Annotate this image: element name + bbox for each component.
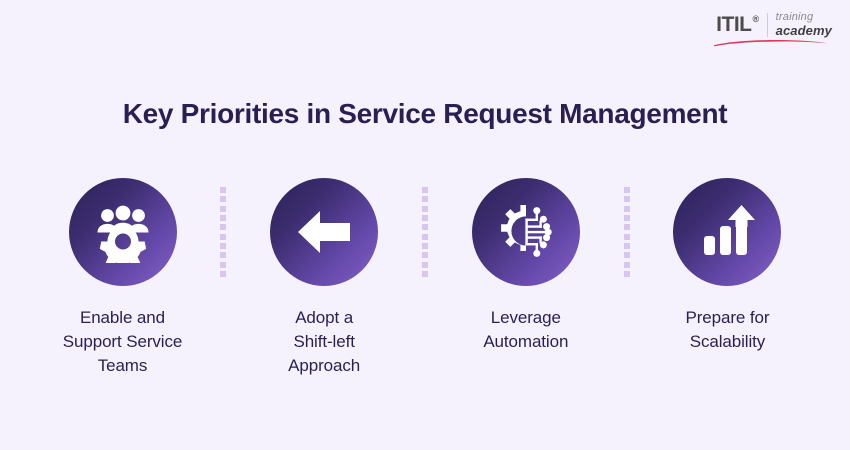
separator-dot: [220, 270, 227, 277]
separator-dot: [623, 187, 630, 193]
separator-dot: [220, 187, 227, 193]
separator-dot: [623, 224, 630, 231]
separator-dot: [220, 233, 227, 240]
step-separator-dots: [623, 187, 631, 277]
step-separator-dots: [219, 187, 227, 277]
priority-label: Prepare for Scalability: [685, 308, 770, 352]
arrow-left-icon: [294, 202, 354, 262]
separator-dot: [421, 261, 428, 268]
step-separator-dots: [421, 187, 429, 277]
separator-dot: [220, 242, 227, 249]
priority-icon-circle: [68, 178, 177, 286]
brand-logo: ITIL® training academy: [712, 11, 832, 47]
separator-dot: [220, 214, 227, 221]
priorities-row: Enable and Support Service Teams: [40, 178, 810, 378]
separator-dot: [623, 196, 630, 203]
separator-dot: [623, 205, 630, 212]
separator-dot: [421, 214, 428, 221]
page-title: Key Priorities in Service Request Manage…: [122, 98, 728, 129]
separator-dot: [220, 224, 227, 231]
separator-dot: [220, 252, 227, 259]
priority-icon-circle: [270, 178, 379, 286]
separator-dot: [623, 252, 630, 259]
separator-dot: [421, 187, 428, 193]
separator-dot: [220, 205, 227, 212]
logo-itil-text: ITIL: [716, 13, 752, 37]
separator-dot: [220, 261, 227, 268]
separator-dot: [220, 196, 227, 203]
separator-dot: [623, 270, 630, 277]
separator-dot: [623, 214, 630, 221]
separator-dot: [421, 252, 428, 259]
logo-tagline: training academy: [775, 11, 832, 38]
logo-tagline-training: training: [775, 11, 814, 23]
priority-item-prepare-for-scalability[interactable]: Prepare for Scalability: [645, 178, 810, 354]
separator-dot: [623, 242, 630, 249]
team-gear-icon: [92, 201, 154, 263]
separator-dot: [623, 261, 630, 268]
separator-dot: [421, 233, 428, 240]
separator-dot: [421, 224, 428, 231]
separator-dot: [421, 196, 428, 203]
logo-row: ITIL® training academy: [716, 11, 832, 38]
bar-chart-growth-icon: [698, 203, 756, 261]
priority-icon-circle: [673, 178, 782, 286]
priority-label: Adopt a Shift-left Approach: [288, 308, 361, 376]
priority-label: Leverage Automation: [483, 308, 569, 352]
gear-circuit-icon: [496, 202, 556, 262]
separator-dot: [421, 205, 428, 212]
registered-trademark-icon: ®: [752, 14, 760, 25]
logo-itil-wordmark: ITIL®: [716, 13, 760, 37]
logo-tagline-academy: academy: [775, 22, 832, 38]
separator-dot: [421, 242, 428, 249]
logo-swoosh-icon: [714, 40, 828, 47]
separator-dot: [421, 270, 428, 277]
logo-divider: [766, 12, 768, 37]
separator-dot: [623, 233, 630, 240]
priority-item-adopt-shift-left-approach[interactable]: Adopt a Shift-left Approach: [242, 178, 407, 378]
priority-item-enable-support-service-teams[interactable]: Enable and Support Service Teams: [40, 178, 205, 378]
priority-item-leverage-automation[interactable]: Leverage Automation: [443, 178, 608, 354]
priority-icon-circle: [471, 178, 580, 286]
priority-label: Enable and Support Service Teams: [62, 308, 183, 376]
